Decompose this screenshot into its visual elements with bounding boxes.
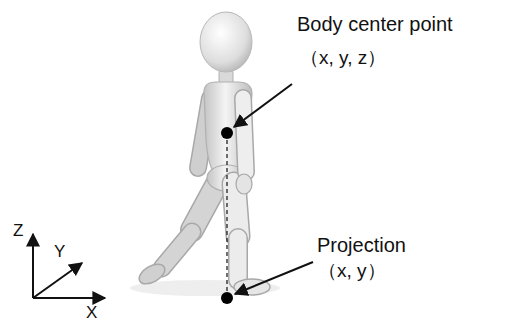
axis-label: X: [86, 303, 97, 323]
body-center-dot: [221, 127, 233, 139]
leader-arrow: [234, 84, 292, 127]
axis-label: Y: [54, 242, 65, 262]
coordinate-label: （x, y, z）: [300, 47, 386, 70]
mannequin: [136, 12, 270, 295]
callout-label: Body center point: [297, 12, 453, 36]
callout-label: Projection: [317, 233, 406, 257]
projection-line: [226, 133, 227, 298]
projection-dot: [221, 292, 233, 304]
coordinate-axes: [33, 234, 105, 298]
axis-label: Z: [13, 221, 23, 241]
coordinate-label: （x, y）: [318, 260, 386, 283]
leader-arrow: [235, 262, 313, 294]
